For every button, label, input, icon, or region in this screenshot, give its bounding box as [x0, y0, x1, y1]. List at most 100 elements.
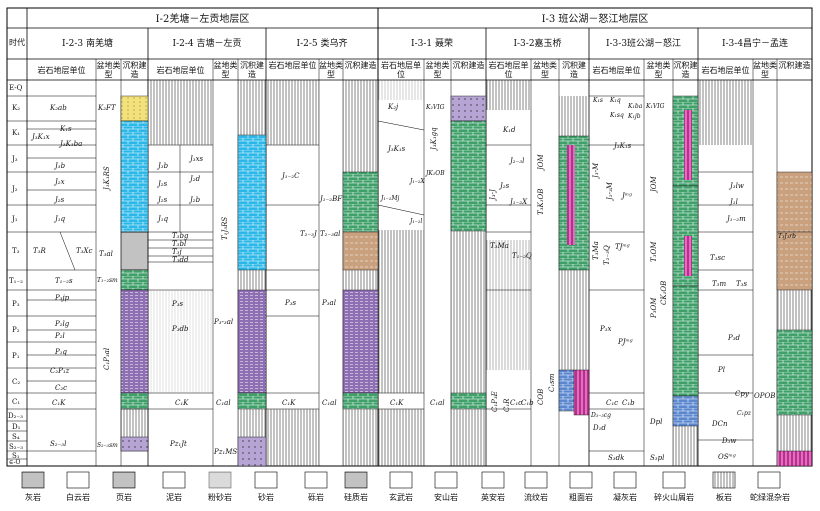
subregion-header-3: Ⅰ-2-5 类乌齐 [296, 39, 348, 49]
legend-label: 泥岩 [166, 493, 182, 502]
unit-label: P₃d [728, 334, 740, 342]
unit-label: J₃b [158, 162, 169, 170]
subregion-header-4: Ⅰ-3-1 聂荣 [411, 39, 453, 49]
unit-label: DCn [712, 420, 728, 428]
period-label: J₂ [12, 185, 18, 193]
unit-label: J₁₋₂X [410, 178, 425, 185]
basin-label: T₂₋₃al [320, 230, 341, 238]
unit-label: J₁l [730, 198, 738, 206]
legend-label: 流纹岩 [524, 493, 548, 502]
unit-label: Jᵐᵍ [622, 192, 632, 200]
unit-label: J₃lw [730, 182, 744, 190]
col-sed-header: 沉积建造 [240, 61, 264, 79]
unit-label: P₂l [55, 332, 65, 340]
unit-label: P₃s [285, 299, 297, 307]
basin-label: Pz₁MS [214, 448, 238, 456]
unit-label: P₃x [600, 325, 612, 333]
unit-label: J₂b [190, 196, 201, 204]
basin-label: JOM [650, 176, 658, 192]
unit-label: J₂s [158, 180, 168, 188]
col-rock-header: 岩石地层单位 [37, 66, 86, 75]
unit-label: K₁q [610, 97, 621, 104]
unit-label: J₃K₁s [388, 145, 406, 153]
unit-label: J₃-J [489, 189, 497, 200]
unit-label: C₁K [175, 399, 189, 407]
legend-label: 英安岩 [481, 493, 505, 502]
unit-label: K₁jb [628, 113, 641, 120]
period-label: S₄ [12, 433, 20, 441]
unit-label: K₁s [593, 97, 603, 104]
basin-label: S₃pl [650, 454, 665, 462]
unit-label: Cpy [735, 390, 749, 398]
unit-label: T₂₋₃Q [603, 245, 611, 265]
unit-label: J₂₋₃l [510, 157, 525, 165]
unit-label: T₃m [712, 280, 727, 288]
unit-label: D₃₋₃cg [591, 412, 611, 419]
col-rock-header: 岩石地层单位 [592, 66, 641, 75]
basin-label: Dpl [650, 418, 663, 426]
unit-label: T₁₋₂Q [512, 252, 532, 260]
unit-label: J₃-M [592, 162, 600, 178]
unit-label: J₂d [190, 175, 201, 183]
unit-label: C₁K [52, 399, 66, 407]
unit-label: T₃sc [710, 254, 725, 262]
unit-label: T₁₋₂s [55, 277, 73, 285]
unit-label: C₁K [282, 399, 296, 407]
basin-label: T₃J₃rb [778, 233, 796, 240]
period-label: S₂₋₃ [9, 443, 24, 451]
unit-label: T₃Ma [592, 241, 600, 260]
unit-label: S₂₋₃l [50, 440, 67, 448]
unit-label: J₃xs [190, 155, 204, 163]
legend-label: 碎火山屑岩 [654, 493, 694, 502]
unit-label: P₃s [172, 300, 184, 308]
col-basin-header: 盆地类型 [753, 61, 777, 79]
unit-label: J₂-₃M [606, 182, 614, 200]
basin-label: CK₁OB [660, 280, 668, 305]
basin-label: C₁al [216, 399, 231, 407]
basin-label: S₂₋₃sm [97, 442, 118, 449]
unit-label: J₁₋₂Mj [381, 195, 400, 202]
unit-label: T₃Xc [76, 247, 93, 255]
basin-label: K₁VIG [646, 103, 665, 110]
unit-label: J₁₋₂m [727, 215, 746, 223]
basin-label: T₃K₁OB [537, 188, 545, 215]
unit-label: T₃bl [172, 240, 187, 248]
unit-label: Pz₁Jt [170, 440, 187, 448]
unit-label: T₃bg [172, 232, 189, 240]
unit-label: J₃b [55, 162, 66, 170]
col-rock-header: 岩石地层单位 [488, 61, 529, 79]
basin-label: COB [537, 388, 545, 405]
period-label: T₃ [12, 247, 20, 255]
basin-label: C₁al [430, 399, 445, 407]
subregion-header-7: Ⅰ-3-4昌宁－孟连 [721, 39, 789, 49]
unit-label: T₃R [33, 247, 46, 255]
basin-label: P₃al [322, 299, 336, 307]
basin-label: T₁₋₂sm [97, 277, 118, 284]
unit-label: P₃jp [55, 294, 70, 302]
col-rock-header: 岩石地层单位 [701, 66, 750, 75]
period-label: C₂ [12, 378, 21, 386]
unit-label: K₂j [388, 103, 399, 111]
unit-label: P₁q [55, 348, 67, 356]
unit-label: J₂s [500, 182, 510, 190]
unit-label: C₁b [622, 399, 635, 407]
unit-label: K₁sq [610, 112, 624, 119]
col-rock-header: 岩石地层单位 [381, 61, 421, 79]
legend-label: 玄武岩 [389, 493, 413, 502]
legend-label: 凝灰岩 [613, 493, 637, 502]
unit-label: J₁q [158, 215, 169, 223]
legend-label: 砾岩 [308, 493, 324, 502]
legend-label: 安山岩 [434, 493, 458, 502]
col-sed-header: 沉积建造 [122, 61, 147, 79]
period-label: D₁ [12, 423, 21, 431]
col-rock-header: 岩石地层单位 [156, 66, 205, 75]
col-sed-header: 沉积建造 [562, 61, 586, 79]
unit-label: K₁d [503, 126, 516, 134]
unit-label: J₃K₁x [32, 133, 50, 141]
unit-label: J₂s [55, 196, 65, 204]
unit-label: J₃K₁ba [60, 140, 83, 148]
unit-label: C₁c [606, 399, 619, 407]
basin-label: K₂FT [98, 104, 116, 112]
col-sed-header: 沉积建造 [673, 61, 698, 79]
period-label: J₁ [12, 215, 18, 223]
